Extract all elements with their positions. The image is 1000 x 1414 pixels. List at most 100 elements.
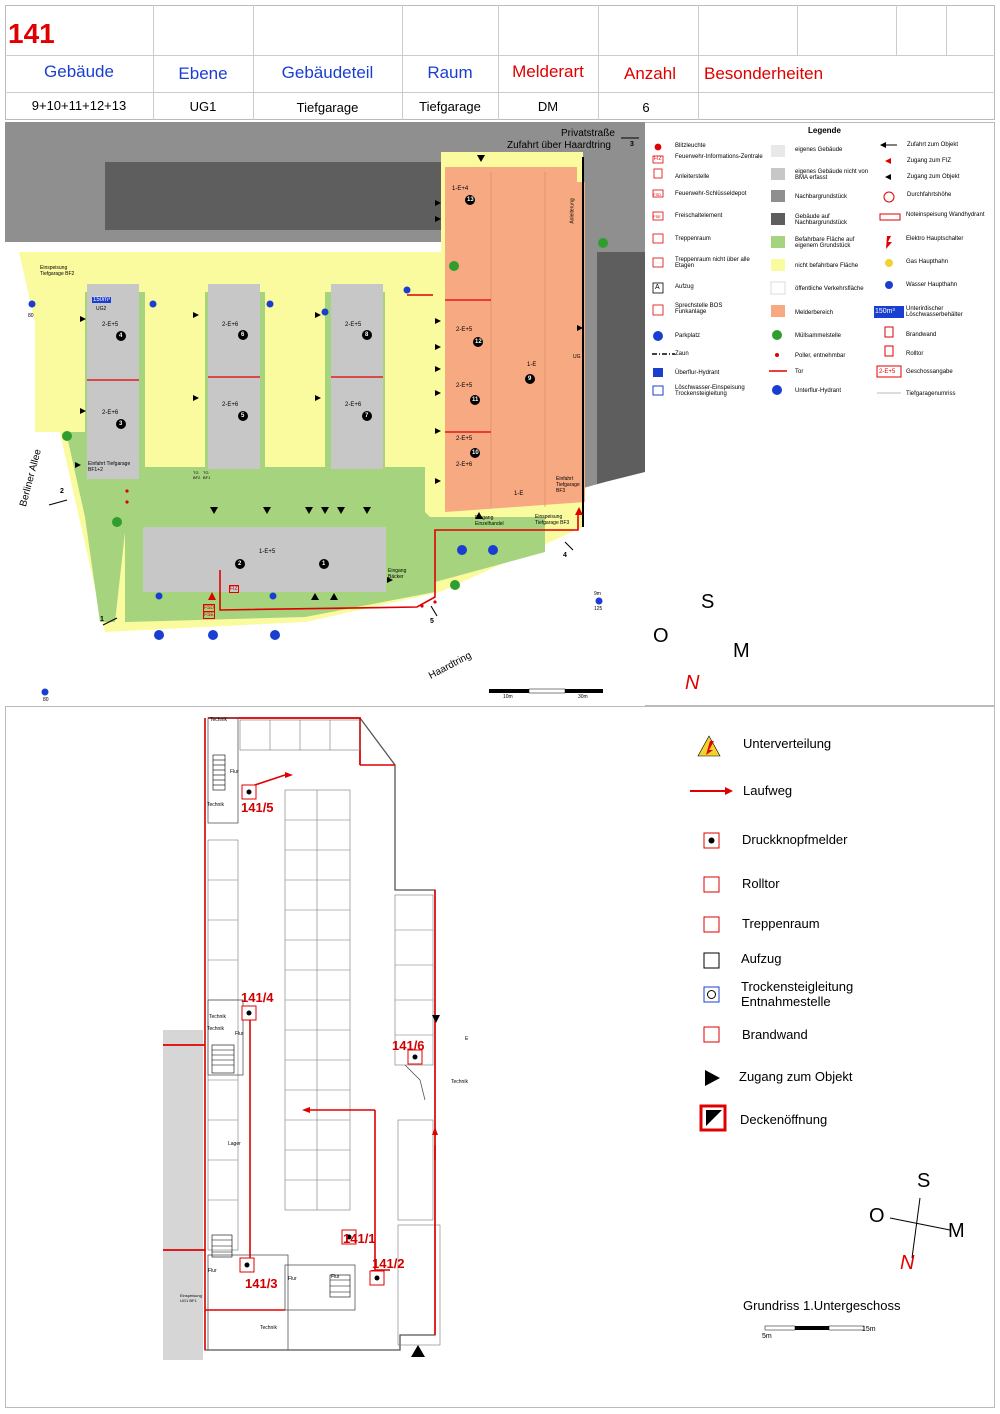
building-number-5: 5 <box>241 413 245 419</box>
building-number-12: 12 <box>475 339 482 345</box>
floor-legend-item: Trockensteigleitung Entnahmestelle <box>741 979 854 1009</box>
legend-item: Zugang zum FIZ <box>907 158 952 164</box>
floor-scale-bar <box>764 1325 865 1331</box>
legend-item: Parkplatz <box>675 333 701 339</box>
detector-area <box>445 167 585 512</box>
room-label: Flur <box>288 1276 297 1282</box>
header-col-line <box>946 5 947 55</box>
legend-item: Unterflur-Hydrant <box>795 388 842 394</box>
room-label: Lager <box>228 1141 241 1147</box>
access-number-1: 1 <box>100 616 104 623</box>
site-scale-b: 30m <box>578 694 588 700</box>
legend-item: Gebäude auf Nachbargrundstück <box>795 214 848 226</box>
legend-symbols <box>652 142 904 396</box>
hydrant-label-125: 125 <box>594 606 603 612</box>
legend-item: Zaun <box>675 351 689 357</box>
legend-tank-label: 150m³ <box>875 308 895 315</box>
building-4-3 <box>87 284 139 479</box>
legend-item: Durchfahrtshöhe <box>907 192 952 198</box>
legend-title: Legende <box>808 126 841 135</box>
label-anleiterung: Anleiterung <box>569 198 576 224</box>
legend-item: Blitzleuchte <box>675 143 706 149</box>
floor-tag-10b: 2-E+6 <box>456 462 473 468</box>
hydrant-label-80: 80 <box>43 697 49 703</box>
compass-o: O <box>653 625 669 647</box>
legend-item: eigenes Gebäude <box>795 147 843 153</box>
floor-legend-item: Unterverteilung <box>743 736 832 751</box>
tank-label: 150m³ <box>92 297 112 303</box>
label-einspeisung-bf2: Einspeisung Tiefgarage BF2 <box>40 265 75 277</box>
access-number-5: 5 <box>430 618 434 625</box>
room-label: Technik <box>207 1026 224 1032</box>
legend-geschoss-label: 2-E+5 <box>879 369 896 375</box>
room-label: Flur <box>230 769 239 775</box>
floor-compass-s: S <box>917 1170 931 1192</box>
access-number-3: 3 <box>630 141 634 148</box>
legend-item: Zugang zum Objekt <box>907 174 960 180</box>
col-label-ebene: Ebene <box>178 64 228 83</box>
label-tg-bf1: TG BF1 <box>203 470 211 480</box>
floor-tag-2-1: 1-E+5 <box>259 549 276 555</box>
label-einspeisung-bf3: Einspeisung Tiefgarage BF3 <box>535 514 570 526</box>
legend-item: Melderbereich <box>795 310 834 316</box>
floor-tag-12: 2-E+5 <box>456 327 473 333</box>
floor-legend-item: Laufweg <box>743 783 793 798</box>
floor-compass-n: N <box>900 1252 915 1274</box>
legend-item: Tiefgaragenumriss <box>906 391 956 397</box>
col-value-gebaeudeteil: Tiefgarage <box>296 100 359 115</box>
building-number-10: 10 <box>472 450 479 456</box>
floor-tag-13: 1-E+4 <box>452 186 469 192</box>
header-col-line <box>896 5 897 55</box>
room-label: Einspeisung UG1 BF1 <box>180 1293 202 1303</box>
legend-item: Elektro Hauptschalter <box>906 236 964 242</box>
floor-tag-3: 2-E+6 <box>102 410 119 416</box>
col-value-raum: Tiefgarage <box>419 99 481 114</box>
floor-tag-9: 1-E <box>527 362 537 368</box>
street-access: Zufahrt über Haardtring <box>507 140 611 151</box>
neighbour-building <box>105 162 441 230</box>
floor-tag-8: 2-E+5 <box>345 322 362 328</box>
legend: Legende <box>645 122 995 402</box>
legend-item: Noteinspeisung Wandhydrant <box>906 212 985 218</box>
floor-legend-item: Druckknopfmelder <box>742 832 848 847</box>
building-number-13: 13 <box>467 197 474 203</box>
header-col-line <box>153 5 154 120</box>
detector-label-141-5: 141/5 <box>241 800 274 815</box>
floor-tag-7: 2-E+6 <box>345 402 362 408</box>
label-ug: UG <box>573 354 581 360</box>
floor-legend-item: Rolltor <box>742 876 780 891</box>
fse-box: FSE <box>203 611 215 619</box>
col-label-melderart: Melderart <box>512 62 584 81</box>
fiz-box: FIZ <box>229 585 239 593</box>
floor-compass-o: O <box>869 1205 885 1227</box>
legend-item: Gas Haupthahn <box>906 259 949 265</box>
room-label: E <box>465 1036 469 1042</box>
legend-item: Nachbargrundstück <box>795 194 848 200</box>
legend-fiz-label: FIZ <box>654 156 662 162</box>
col-label-gebaeude: Gebäude <box>44 62 114 81</box>
legend-item: Löschwasser-Einspeisung Trockensteigleit… <box>675 385 745 397</box>
legend-item: öffentliche Verkehrsfläche <box>795 286 864 292</box>
header-col-line <box>698 5 699 120</box>
floor-legend-item: Aufzug <box>741 951 782 966</box>
floor-plan-title: Grundriss 1.Untergeschoss <box>743 1298 901 1313</box>
col-value-anzahl: 6 <box>642 100 650 115</box>
floor-plan <box>163 717 441 1360</box>
floor-legend-item: Deckenöffnung <box>740 1112 828 1127</box>
legend-aufzug-label: A <box>655 284 660 291</box>
legend-item: Überflur-Hydrant <box>675 370 720 376</box>
building-number-1: 1 <box>322 561 326 567</box>
floor-tag-6: 2-E+6 <box>222 322 239 328</box>
compass-m: M <box>733 640 750 662</box>
col-label-raum: Raum <box>427 63 473 82</box>
label-einfahrt-bf12: Einfahrt Tiefgarage BF1+2 <box>88 461 131 473</box>
label-ug2: UG2 <box>96 306 107 312</box>
header-col-line <box>598 5 599 120</box>
floor-tag-4: 2-E+5 <box>102 322 119 328</box>
floor-tag-9b: 1-E <box>514 491 524 497</box>
room-label: Technik <box>209 1014 226 1020</box>
legend-item: eigenes Gebäude nicht von BMA erfasst <box>795 169 869 181</box>
floor-tag-11: 2-E+5 <box>456 383 473 389</box>
room-label: Technik <box>260 1325 277 1331</box>
compass-n: N <box>685 672 700 694</box>
